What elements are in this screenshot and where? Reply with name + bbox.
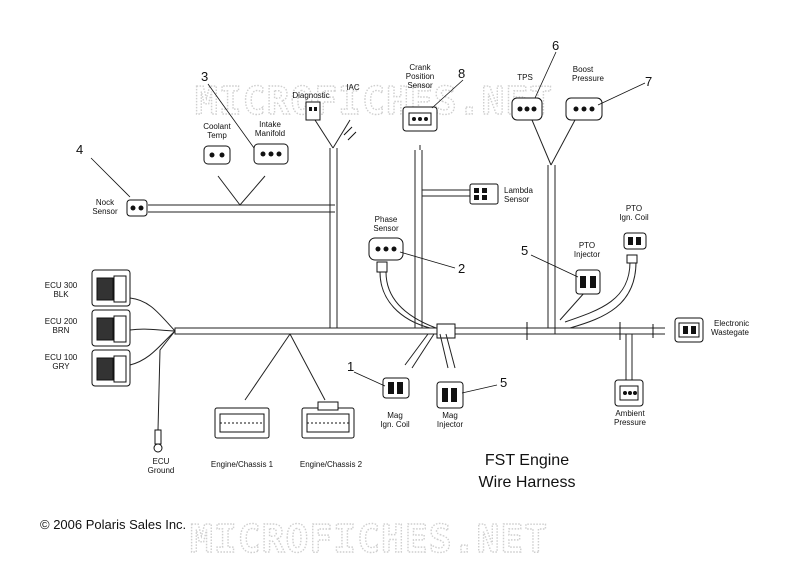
- label-diagnostic: Diagnostic: [292, 91, 329, 100]
- label-coolant-1: Coolant: [203, 122, 231, 131]
- harness-clamp: [436, 323, 456, 339]
- diagram-title-line2: Wire Harness: [479, 474, 576, 491]
- label-ecu300-2: BLK: [53, 290, 69, 299]
- coolant-temp-connector: [203, 145, 231, 165]
- label-tps: TPS: [517, 73, 533, 82]
- label-ecu200-1: ECU 200: [45, 317, 78, 326]
- label-phase-1: Phase: [375, 215, 398, 224]
- ecu300-connector: [91, 269, 131, 307]
- label-coolant-2: Temp: [207, 131, 227, 140]
- engine-chassis-2-connector: [301, 401, 355, 439]
- pto-ign-coil-connector: [623, 232, 647, 264]
- label-nock-2: Sensor: [92, 207, 118, 216]
- label-lambda-2: Sensor: [504, 195, 530, 204]
- callout-5-upper: 5: [521, 243, 528, 258]
- label-ecu100-1: ECU 100: [45, 353, 78, 362]
- ecu200-connector: [91, 309, 131, 347]
- label-wastegate: Wastegate: [711, 328, 749, 337]
- label-intake-1: Intake: [259, 120, 281, 129]
- diagnostic-connector: [305, 101, 321, 121]
- intake-manifold-connector: [253, 143, 289, 165]
- label-mag-inj-1: Mag: [442, 411, 458, 420]
- label-mag-coil-1: Mag: [387, 411, 403, 420]
- mag-injector-connector: [436, 381, 464, 409]
- label-pto-coil-2: Ign. Coil: [619, 213, 649, 222]
- label-crank-3: Sensor: [407, 81, 433, 90]
- crank-position-sensor-connector: [402, 106, 438, 132]
- label-engine-chassis-2: Engine/Chassis 2: [300, 460, 363, 469]
- main-harness: [129, 119, 665, 431]
- label-mag-coil-2: Ign. Coil: [380, 420, 410, 429]
- mag-ign-coil-connector: [382, 377, 410, 399]
- engine-chassis-1-connector: [214, 407, 270, 439]
- label-nock-1: Nock: [96, 198, 115, 207]
- label-ambient-2: Pressure: [614, 418, 647, 427]
- diagram-title-line1: FST Engine: [485, 452, 569, 469]
- label-pto-inj-1: PTO: [579, 241, 595, 250]
- callout-4: 4: [76, 142, 83, 157]
- callout-7: 7: [645, 74, 652, 89]
- nock-sensor-connector: [126, 199, 148, 217]
- label-ecu300-1: ECU 300: [45, 281, 78, 290]
- ambient-pressure-connector: [614, 379, 644, 407]
- label-crank-1: Crank: [409, 63, 431, 72]
- callout-3: 3: [201, 69, 208, 84]
- boost-pressure-connector: [565, 97, 603, 121]
- label-pto-coil-1: PTO: [626, 204, 642, 213]
- label-boost-1: Boost: [573, 65, 594, 74]
- tps-connector: [511, 97, 543, 121]
- iac-connector: [343, 126, 357, 141]
- label-intake-2: Manifold: [255, 129, 285, 138]
- callout-6: 6: [552, 38, 559, 53]
- copyright-text: © 2006 Polaris Sales Inc.: [40, 517, 186, 532]
- label-ecu-ground-2: Ground: [148, 466, 175, 475]
- callout-2: 2: [458, 261, 465, 276]
- watermark-bottom: MICROFICHES.NET: [190, 517, 548, 561]
- callout-8: 8: [458, 66, 465, 81]
- label-ecu200-2: BRN: [53, 326, 70, 335]
- label-iac: IAC: [346, 83, 360, 92]
- label-crank-2: Position: [406, 72, 434, 81]
- label-engine-chassis-1: Engine/Chassis 1: [211, 460, 274, 469]
- callout-5-lower: 5: [500, 375, 507, 390]
- lambda-sensor-connector: [469, 183, 499, 205]
- electronic-wastegate-connector: [674, 317, 704, 343]
- label-phase-2: Sensor: [373, 224, 399, 233]
- phase-sensor-connector: [368, 237, 404, 273]
- label-ecu-ground-1: ECU: [153, 457, 170, 466]
- pto-injector-connector: [575, 269, 601, 295]
- label-boost-2: Pressure: [572, 74, 605, 83]
- label-ecu100-2: GRY: [52, 362, 70, 371]
- label-mag-inj-2: Injector: [437, 420, 464, 429]
- label-ambient-1: Ambient: [615, 409, 645, 418]
- label-electronic: Electronic: [714, 319, 749, 328]
- label-pto-inj-2: Injector: [574, 250, 601, 259]
- watermark-top: MICROFICHES.NET: [195, 79, 553, 123]
- callout-1: 1: [347, 359, 354, 374]
- label-lambda-1: Lambda: [504, 186, 533, 195]
- ecu100-connector: [91, 349, 131, 387]
- ecu-ground-terminal: [153, 429, 163, 453]
